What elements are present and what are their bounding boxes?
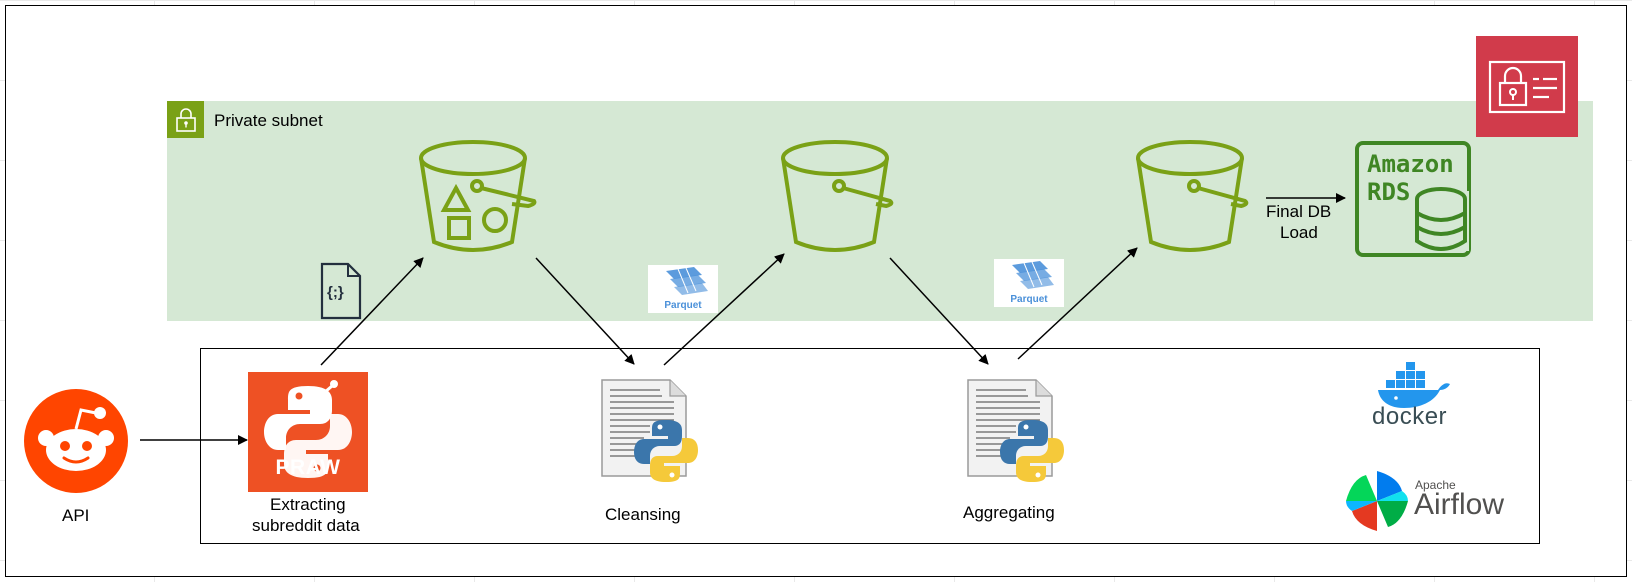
arrow-praw-to-bucket-raw	[320, 257, 424, 366]
json-icon-label: {;}	[327, 284, 344, 301]
airflow-label: Airflow	[1414, 488, 1505, 521]
final-db-load-label-line1: Final DB	[1266, 202, 1332, 221]
extracting-label-line1: Extracting	[270, 495, 346, 514]
s3-bucket-cleansed-icon[interactable]	[781, 138, 902, 258]
final-db-load-label-line2: Load	[1280, 223, 1318, 242]
python-script-cleansing-icon[interactable]	[600, 378, 700, 484]
aggregating-label: Aggregating	[963, 503, 1055, 522]
parquet-label: Parquet	[1010, 294, 1048, 305]
extracting-label-line2: subreddit data	[252, 516, 360, 535]
amazon-rds-icon[interactable]	[1355, 141, 1473, 257]
parquet-icon[interactable]: Parquet	[994, 259, 1064, 307]
parquet-icon[interactable]: Parquet	[648, 265, 718, 313]
json-file-icon[interactable]	[320, 262, 362, 320]
reddit-icon[interactable]	[23, 388, 129, 494]
api-label: API	[62, 506, 90, 525]
rds-title: Amazon	[1367, 150, 1454, 178]
arrow-bucket-raw-to-cleansing	[535, 257, 635, 365]
parquet-label: Parquet	[664, 300, 702, 311]
docker-icon[interactable]	[1376, 362, 1452, 408]
arrow-cleansing-to-bucket-cleansed	[663, 253, 785, 366]
secrets-manager-icon[interactable]	[1476, 36, 1578, 137]
airflow-pinwheel-icon[interactable]	[1344, 469, 1410, 533]
rds-subtitle: RDS	[1367, 178, 1411, 206]
praw-label: PRAW	[275, 456, 341, 479]
docker-label: docker	[1372, 403, 1448, 430]
lock-icon	[167, 101, 204, 138]
praw-icon[interactable]: PRAW	[248, 372, 368, 492]
s3-bucket-aggregated-icon[interactable]	[1136, 138, 1257, 258]
airflow-apache-label: Apache	[1415, 478, 1456, 492]
cleansing-label: Cleansing	[605, 505, 681, 524]
compute-group[interactable]	[200, 348, 1540, 544]
arrow-aggregating-to-bucket-aggregated	[1017, 247, 1138, 360]
s3-bucket-raw-icon[interactable]	[419, 138, 540, 258]
subnet-label: Private subnet	[214, 111, 323, 130]
python-script-aggregating-icon[interactable]	[966, 378, 1066, 484]
arrow-bucket-cleansed-to-aggregating	[889, 257, 989, 365]
